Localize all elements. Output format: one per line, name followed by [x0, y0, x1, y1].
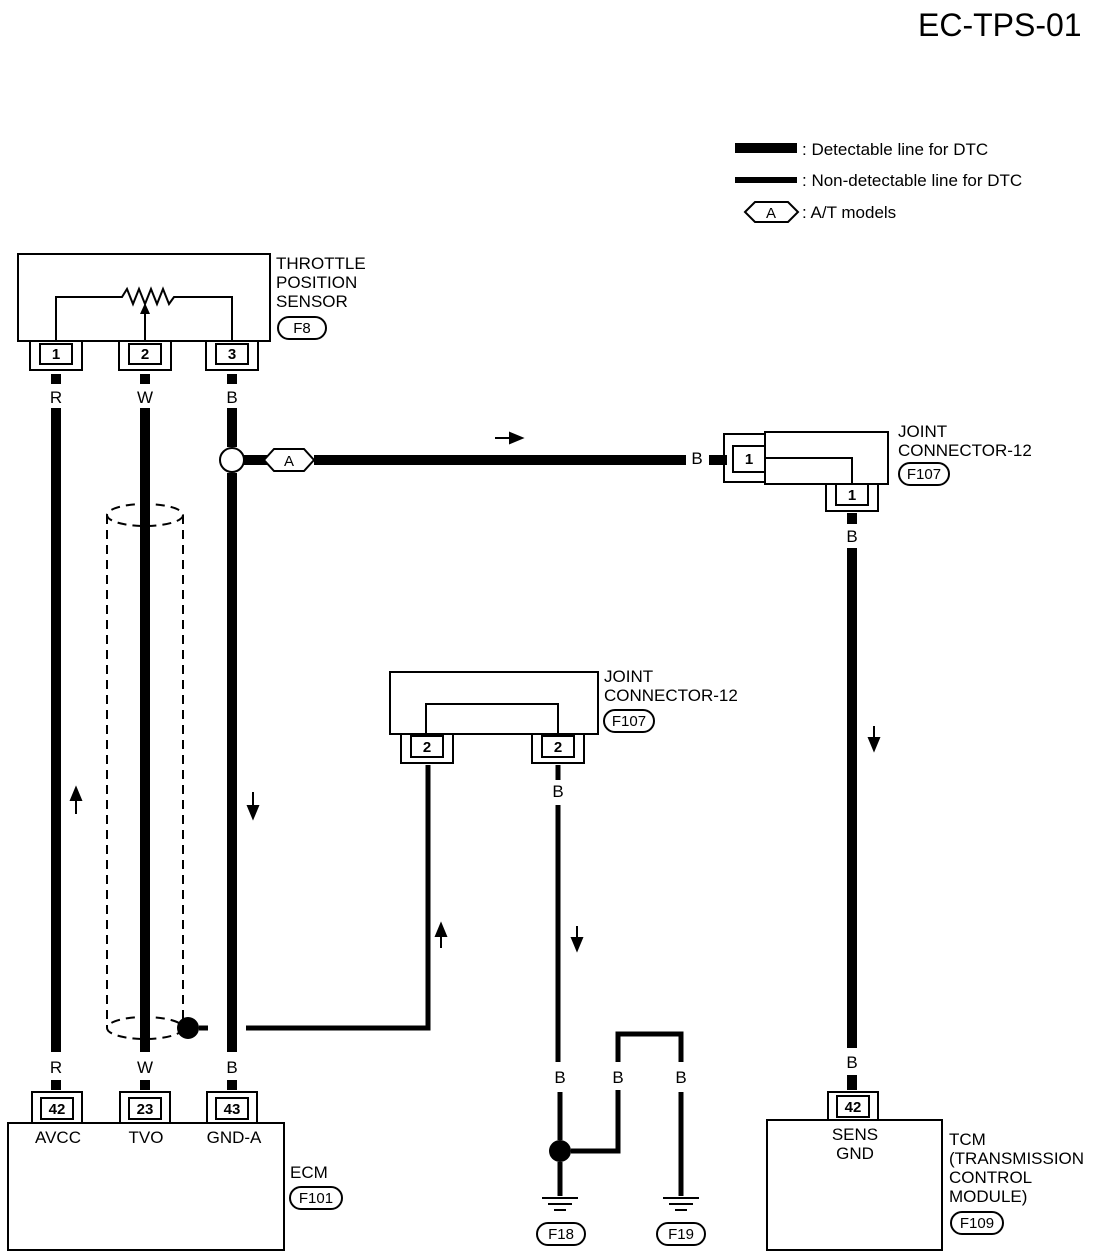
joint-top-bottom-pin: 1 — [848, 487, 856, 504]
tcm-name-2: (TRANSMISSION — [949, 1149, 1084, 1168]
ground-jumper-lower — [571, 1090, 621, 1154]
svg-text:2: 2 — [141, 346, 149, 363]
ground-f18-badge — [536, 1222, 586, 1246]
joint-top-side-pin: 1 — [745, 451, 753, 468]
branch-wire-b-label: B — [691, 449, 702, 468]
ecm-connector-badge — [289, 1186, 343, 1210]
joint-mid-connector-badge — [603, 709, 655, 733]
at-branch-label: A — [284, 453, 294, 470]
ground-jumper-upper — [615, 1031, 684, 1062]
arrow-up-icon — [69, 785, 83, 801]
tcm-box — [766, 1119, 943, 1251]
tps-name-3: SENSOR — [276, 292, 348, 311]
joint-top-connector-badge — [898, 462, 950, 486]
ground-splice-dot — [549, 1140, 571, 1162]
svg-text:43: 43 — [224, 1101, 241, 1118]
ground-jumper-label-left: B — [612, 1068, 623, 1087]
tcm-wire-top-label: B — [846, 527, 857, 546]
ground-f18-icon — [542, 1197, 578, 1211]
tcm-terminal-2: GND — [836, 1144, 874, 1163]
tcm-connector-id: F109 — [960, 1215, 994, 1232]
wiper-arrow-icon — [140, 303, 150, 314]
shield-ground-dot — [177, 1017, 199, 1039]
legend-at-hexagon-icon — [743, 201, 800, 223]
tps-name-1: THROTTLE — [276, 254, 366, 273]
ground-f19-badge — [656, 1222, 706, 1246]
legend-at-symbol: A — [766, 205, 776, 222]
page-title: EC-TPS-01 — [918, 7, 1082, 43]
wire-r-top-label: R — [50, 388, 62, 407]
joint-top-connector-id: F107 — [907, 466, 941, 483]
tcm-pin-box — [836, 1095, 870, 1118]
tps-name-2: POSITION — [276, 273, 357, 292]
ecm-terminal-tvo: TVO — [129, 1128, 164, 1147]
tcm-name-3: CONTROL — [949, 1168, 1032, 1187]
flow-arrows — [69, 431, 881, 953]
ecm-module: 42 23 43 AVCC TVO GND-A — [7, 1091, 285, 1251]
tps-pin-3: 3 — [205, 342, 259, 371]
resistor-icon — [55, 286, 233, 341]
tps-pin-2: 2 — [118, 342, 172, 371]
tcm-name-1: TCM — [949, 1130, 986, 1149]
tcm-connector-badge — [950, 1211, 1004, 1235]
wire-w-bottom-label: W — [137, 1058, 153, 1077]
wire-r-bottom-label: R — [50, 1058, 62, 1077]
tcm-terminal-1: SENS — [832, 1125, 878, 1144]
ground-f18-id: F18 — [548, 1226, 574, 1243]
wire-w-top-label: W — [137, 388, 153, 407]
legend-at-text: : A/T models — [802, 203, 896, 222]
ecm-box — [7, 1122, 285, 1251]
ground-wire-bottom-label: B — [554, 1068, 565, 1087]
tcm-pin-housing — [827, 1091, 879, 1120]
joint-mid-left-pin: 2 — [423, 739, 431, 756]
tps-connector-badge — [277, 316, 327, 340]
ground-f19-icon — [663, 1197, 699, 1211]
svg-text:42: 42 — [49, 1101, 66, 1118]
ground-f19-id: F19 — [668, 1226, 694, 1243]
legend-detectable-text: : Detectable line for DTC — [802, 140, 988, 159]
tcm-pin: 42 — [845, 1099, 862, 1116]
joint-connector-mid: 2 2 — [389, 671, 599, 764]
joint-mid-label-2: CONNECTOR-12 — [604, 686, 738, 705]
arrow-up-icon — [434, 921, 448, 937]
svg-text:3: 3 — [228, 346, 236, 363]
ecm-pin-43: 43 — [206, 1091, 258, 1123]
shield-drain-wire — [246, 765, 431, 1031]
ecm-pin-23: 23 — [119, 1091, 171, 1123]
joint-mid-connector-id: F107 — [612, 713, 646, 730]
wire-b-top-label: B — [226, 388, 237, 407]
arrow-down-icon — [246, 805, 260, 821]
joint-top-label-2: CONNECTOR-12 — [898, 441, 1032, 460]
tps-pin-1: 1 — [29, 342, 83, 371]
ecm-connector-id: F101 — [299, 1190, 333, 1207]
legend-non-detectable-text: : Non-detectable line for DTC — [802, 171, 1022, 190]
ecm-terminal-gnd-a: GND-A — [207, 1128, 262, 1147]
arrow-right-icon — [509, 431, 525, 445]
wire-b-bottom-label: B — [226, 1058, 237, 1077]
ecm-name: ECM — [290, 1163, 328, 1182]
ecm-pin-42: 42 — [31, 1091, 83, 1123]
splice-open-circle — [219, 447, 245, 473]
joint-mid-label-1: JOINT — [604, 667, 653, 686]
tcm-name-4: MODULE) — [949, 1187, 1027, 1206]
ecm-terminal-avcc: AVCC — [35, 1128, 81, 1147]
joint-mid-right-pin: 2 — [554, 739, 562, 756]
ground-wire-top-label: B — [552, 782, 563, 801]
legend-detectable-line — [735, 143, 797, 153]
arrow-down-icon — [570, 937, 584, 953]
svg-text:1: 1 — [52, 346, 60, 363]
legend-non-detectable-line — [735, 177, 797, 183]
arrow-down-icon — [867, 737, 881, 753]
throttle-position-sensor: THROTTLE POSITION SENSOR F8 1 2 3 — [17, 253, 366, 371]
joint-top-label-1: JOINT — [898, 422, 947, 441]
ground-jumper-label-right: B — [675, 1068, 686, 1087]
joint-connector-top: 1 1 — [723, 431, 889, 512]
tcm-wire-bottom-label: B — [846, 1053, 857, 1072]
svg-text:23: 23 — [137, 1101, 154, 1118]
tcm-module: 42 SENS GND — [766, 1091, 943, 1251]
legend: : Detectable line for DTC : Non-detectab… — [735, 140, 1022, 223]
tps-connector-id: F8 — [293, 320, 311, 337]
